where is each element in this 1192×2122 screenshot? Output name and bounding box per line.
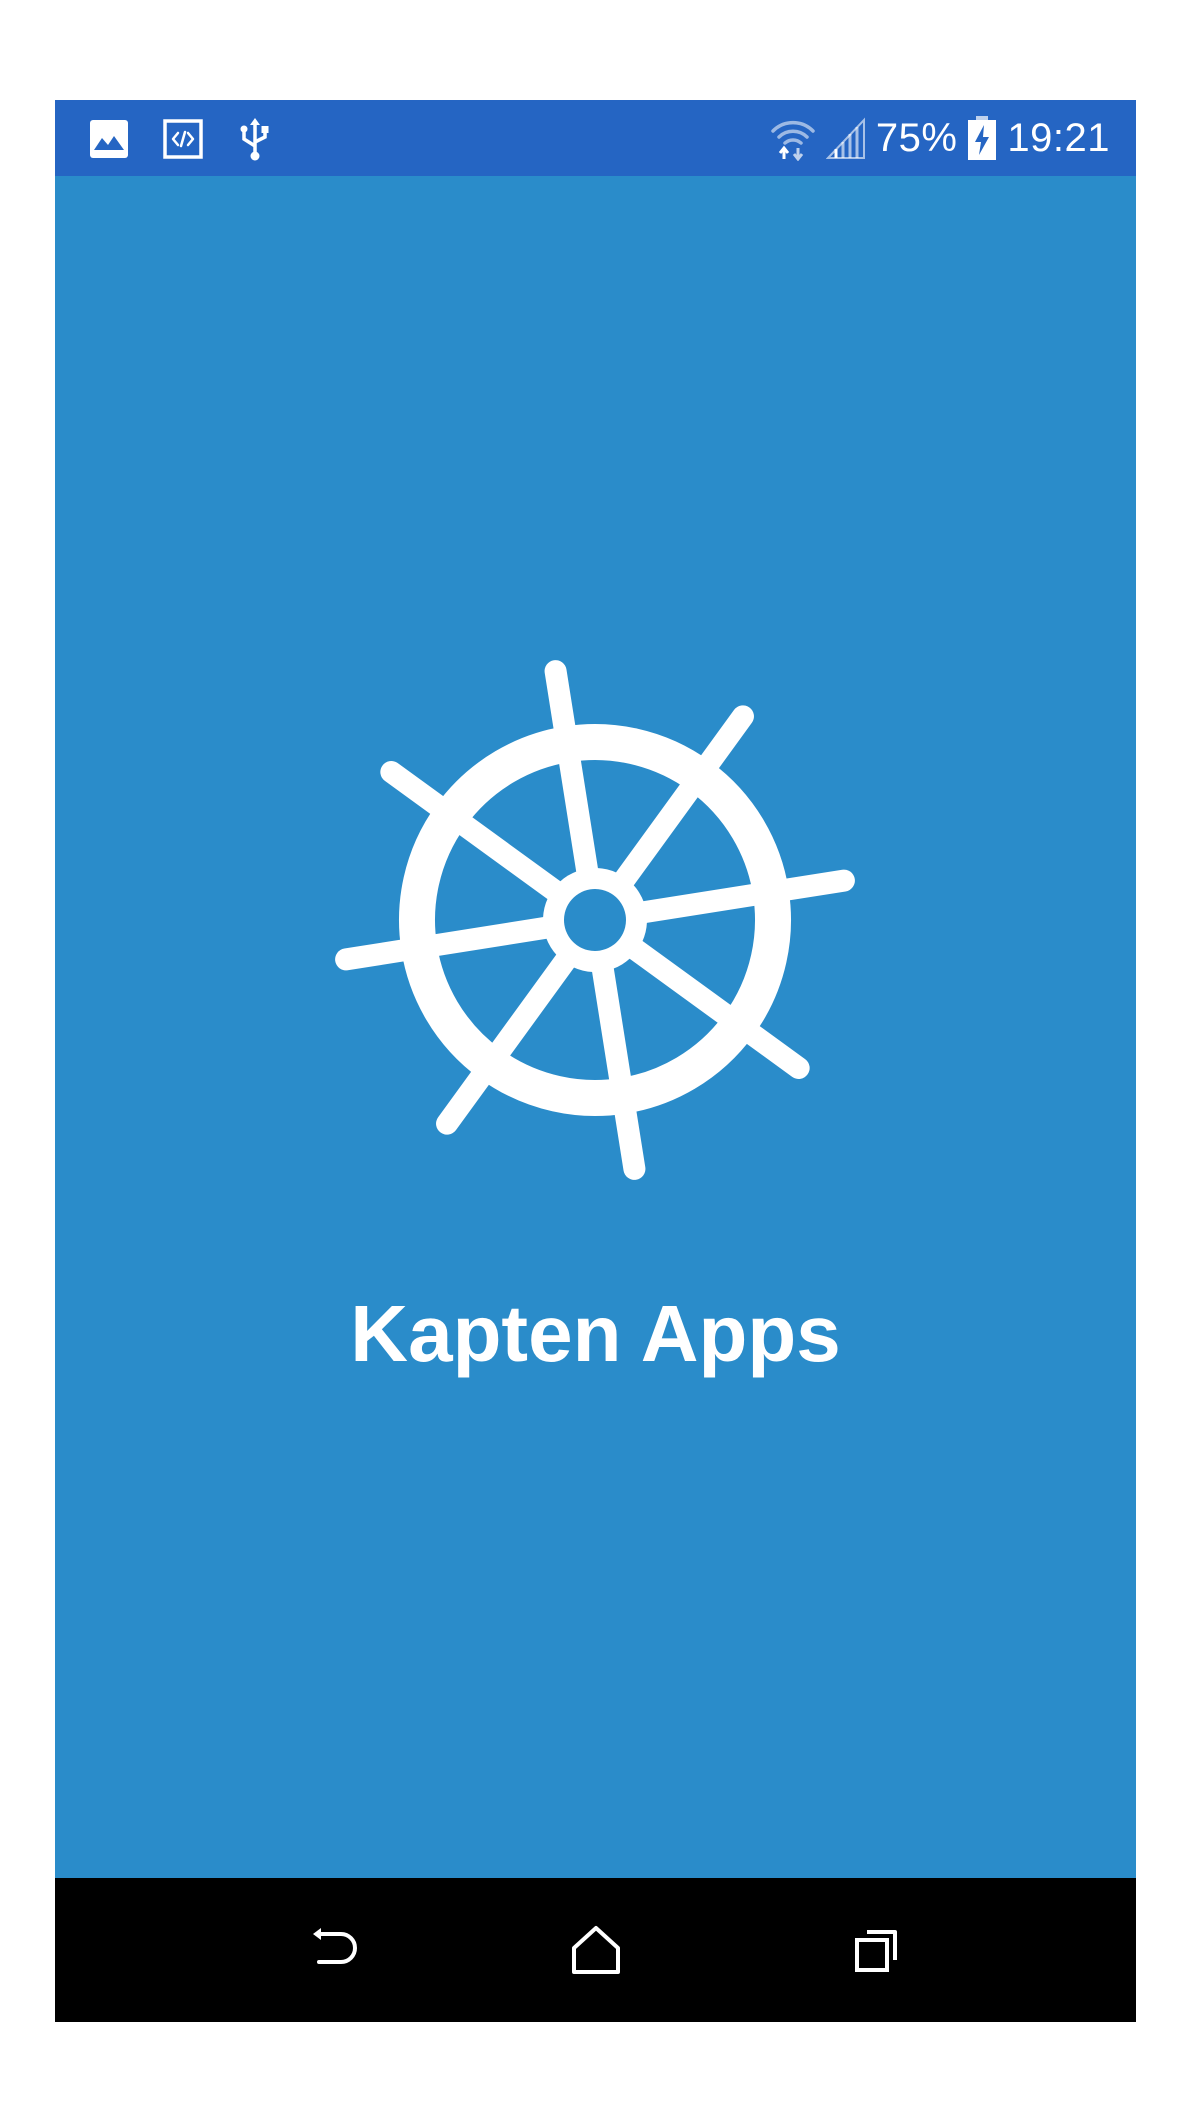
app-title: Kapten Apps bbox=[350, 1289, 841, 1378]
splash-screen: Kapten Apps bbox=[55, 176, 1136, 1878]
clock: 19:21 bbox=[1007, 116, 1110, 160]
notification-icons bbox=[89, 116, 273, 162]
recents-button[interactable] bbox=[841, 1914, 913, 1986]
cell-signal-icon bbox=[825, 116, 866, 160]
back-icon bbox=[305, 1922, 361, 1978]
back-button[interactable] bbox=[297, 1914, 369, 1986]
image-icon bbox=[89, 119, 129, 159]
status-bar: 75% 19:21 bbox=[55, 100, 1136, 176]
status-indicators: 75% 19:21 bbox=[770, 114, 1110, 162]
battery-charging-icon bbox=[967, 115, 997, 161]
wifi-icon bbox=[770, 115, 816, 162]
ship-wheel-icon bbox=[335, 660, 855, 1180]
code-icon bbox=[163, 119, 203, 159]
navigation-bar bbox=[55, 1878, 1136, 2022]
home-icon bbox=[568, 1922, 624, 1978]
home-button[interactable] bbox=[560, 1914, 632, 1986]
battery-percent: 75% bbox=[875, 116, 958, 160]
phone-screen: 75% 19:21 bbox=[55, 100, 1136, 2022]
usb-icon bbox=[237, 116, 273, 162]
recents-icon bbox=[849, 1922, 905, 1978]
